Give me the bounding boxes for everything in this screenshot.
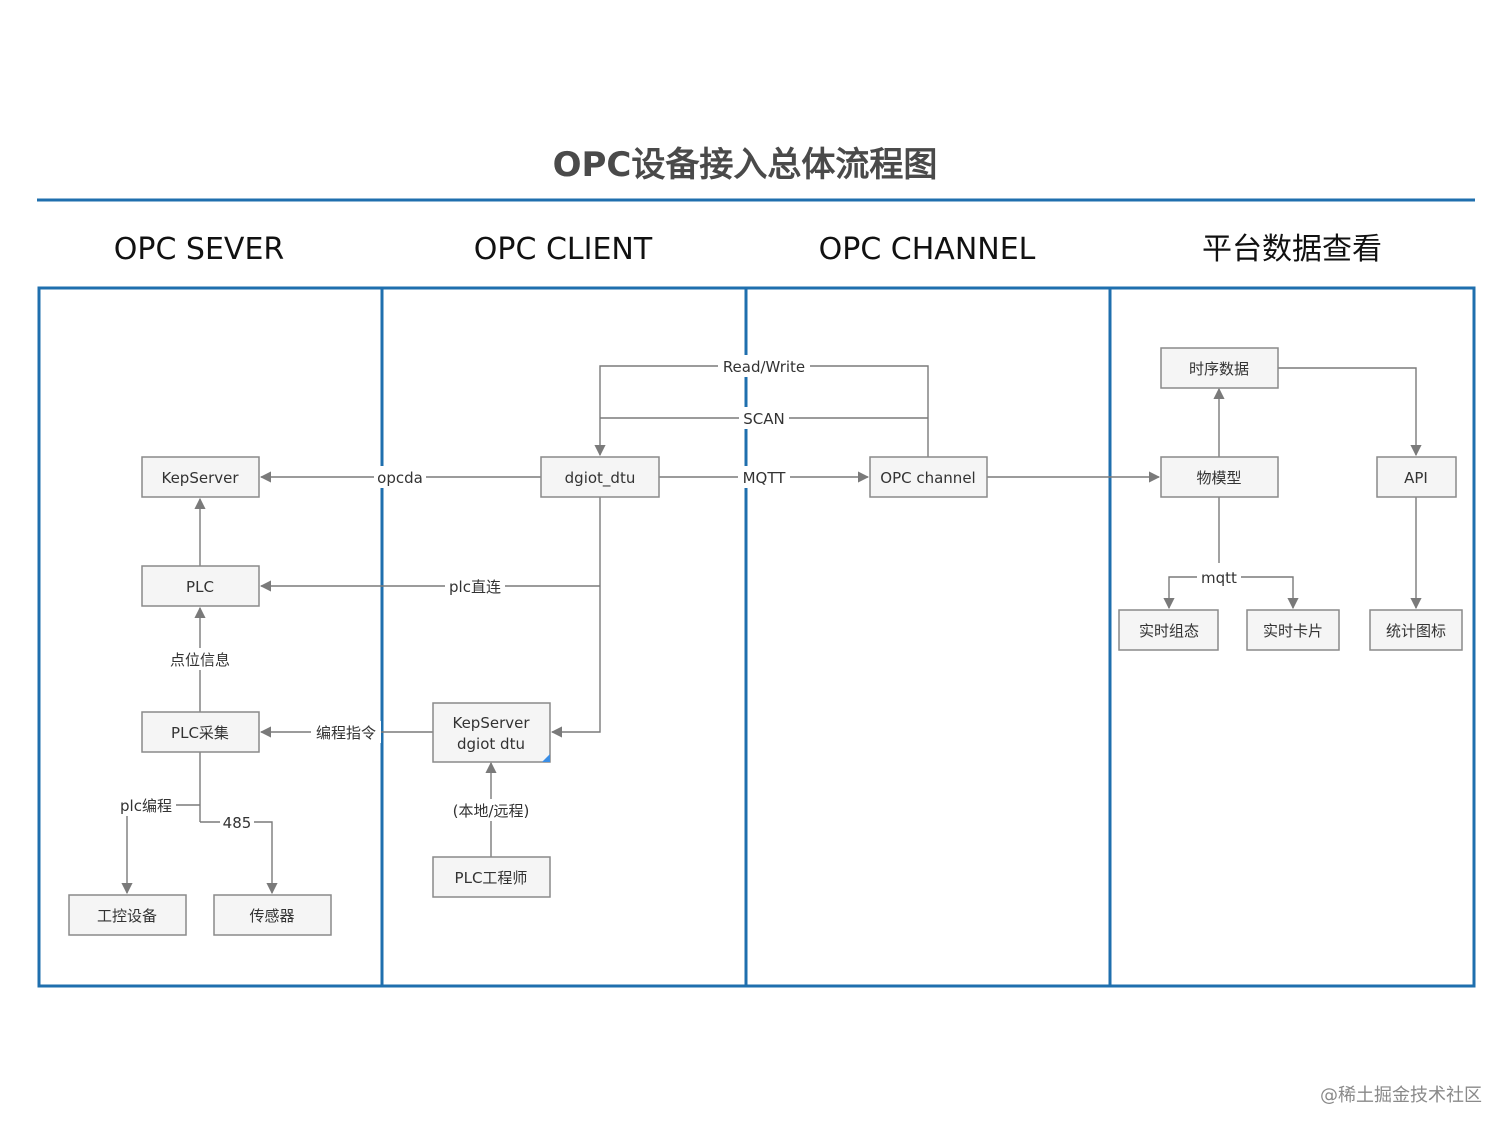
lane-title-opc-channel: OPC CHANNEL xyxy=(819,232,1036,267)
edge-dtu-to-kep-dtu xyxy=(550,586,601,738)
lane-title-opc-client: OPC CLIENT xyxy=(474,232,653,267)
node-kepserver[interactable]: KepServer xyxy=(141,456,260,498)
label-mqtt-lower: mqtt xyxy=(1201,569,1237,587)
nodes: KepServer PLC PLC采集 工控设备 传感器 dgiot_dtu K… xyxy=(68,347,1463,936)
lane-title-platform-view: 平台数据查看 xyxy=(1202,232,1382,267)
node-label: 统计图标 xyxy=(1386,622,1446,640)
edge-plc-programming xyxy=(121,804,200,895)
edge-mqtt-to-realtime-card xyxy=(1238,576,1299,610)
node-label: 时序数据 xyxy=(1189,360,1249,378)
corner-marker xyxy=(542,754,550,762)
label-read-write: Read/Write xyxy=(723,358,805,376)
node-label: 物模型 xyxy=(1196,469,1241,487)
label-scan: SCAN xyxy=(743,410,784,428)
node-label: OPC channel xyxy=(880,469,975,487)
node-label: PLC工程师 xyxy=(455,869,528,887)
node-industrial-device[interactable]: 工控设备 xyxy=(68,894,187,936)
node-label: KepServer xyxy=(161,469,239,487)
node-label: dgiot_dtu xyxy=(565,469,636,488)
label-point-info: 点位信息 xyxy=(170,651,230,669)
node-plc-engineer[interactable]: PLC工程师 xyxy=(432,856,551,898)
label-485: 485 xyxy=(223,814,252,832)
edge-timeseries-to-api xyxy=(1278,367,1422,457)
label-local-remote: (本地/远程) xyxy=(453,802,530,820)
node-plc[interactable]: PLC xyxy=(141,565,260,607)
node-label-line1: KepServer xyxy=(452,714,530,732)
node-kepserver-dgiot-dtu[interactable]: KepServer dgiot dtu xyxy=(432,702,551,763)
node-stat-chart[interactable]: 统计图标 xyxy=(1369,609,1463,651)
label-program-cmd: 编程指令 xyxy=(316,724,376,742)
node-opc-channel[interactable]: OPC channel xyxy=(869,456,988,498)
node-label: PLC采集 xyxy=(171,724,229,742)
node-plc-collect[interactable]: PLC采集 xyxy=(141,711,260,753)
node-label-line2: dgiot dtu xyxy=(457,735,525,753)
label-mqtt-upper: MQTT xyxy=(743,469,787,487)
node-label: 实时组态 xyxy=(1139,622,1199,640)
node-dgiot-dtu[interactable]: dgiot_dtu xyxy=(540,456,660,498)
label-plc-programming: plc编程 xyxy=(120,797,172,815)
page-title: OPC设备接入总体流程图 xyxy=(553,145,938,185)
node-realtime-config[interactable]: 实时组态 xyxy=(1118,609,1219,651)
node-api[interactable]: API xyxy=(1376,456,1457,498)
node-label: PLC xyxy=(186,578,214,596)
node-label: 实时卡片 xyxy=(1263,622,1323,640)
node-label: 工控设备 xyxy=(97,907,157,925)
node-label: API xyxy=(1404,469,1428,487)
node-timeseries[interactable]: 时序数据 xyxy=(1160,347,1279,389)
edge-labels: Read/Write SCAN opcda MQTT plc直连 点位信息 编程… xyxy=(116,355,1241,833)
edge-mqtt-to-realtime-config xyxy=(1163,576,1200,610)
swimlane-frame xyxy=(37,286,1476,988)
node-label: 传感器 xyxy=(249,907,294,925)
node-sensor[interactable]: 传感器 xyxy=(213,894,332,936)
connectors xyxy=(121,365,1422,895)
lane-title-opc-server: OPC SEVER xyxy=(114,232,285,267)
label-plc-direct: plc直连 xyxy=(449,578,501,596)
node-thing-model[interactable]: 物模型 xyxy=(1160,456,1279,498)
label-opcda: opcda xyxy=(377,469,423,487)
watermark: @稀土掘金技术社区 xyxy=(1320,1085,1482,1106)
node-realtime-card[interactable]: 实时卡片 xyxy=(1246,609,1340,651)
